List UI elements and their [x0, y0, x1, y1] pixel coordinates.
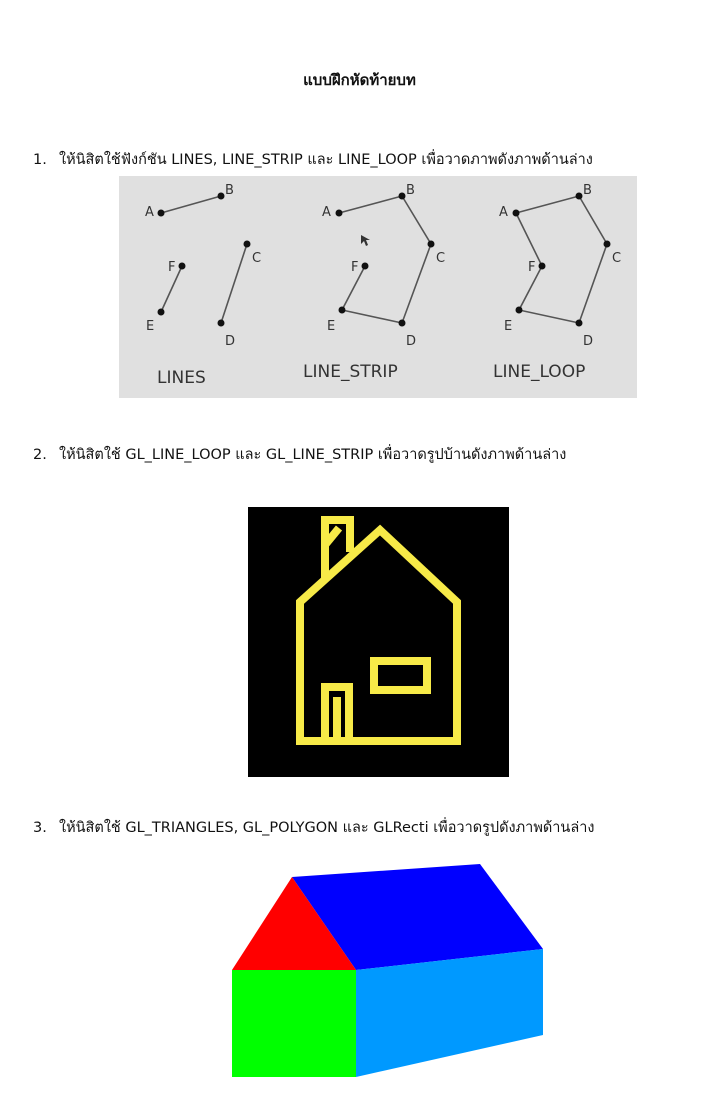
vertex-c: [427, 240, 435, 248]
page-title: แบบฝึกหัดท้ายบท: [303, 71, 416, 89]
vertex-c: [603, 240, 611, 248]
roof-triangle-red: [232, 877, 356, 970]
side-polygon-lightblue: [356, 949, 543, 1077]
vertex-label-a: A: [145, 205, 154, 220]
roof-polygon-blue: [292, 864, 543, 970]
question-3: 3. ให้นิสิตใช้ GL_TRIANGLES, GL_POLYGON แ…: [33, 816, 594, 839]
strip-polyline: [338, 195, 432, 324]
cursor-arrow-icon: [361, 235, 370, 246]
house-filled-image: [232, 864, 543, 1077]
figure-background: [248, 507, 509, 777]
question-1: 1. ให้นิสิตใช้ฟังก์ชัน LINES, LINE_STRIP …: [33, 148, 593, 171]
vertex-label-b: B: [225, 183, 234, 198]
question-number: 3.: [33, 820, 47, 836]
question-number: 1.: [33, 152, 47, 168]
door-outline: [321, 683, 353, 741]
vertex-f: [178, 262, 186, 270]
vertex-c: [243, 240, 251, 248]
vertex-label-e: E: [327, 319, 335, 334]
front-rect-green: [232, 970, 356, 1077]
vertex-d: [398, 319, 406, 327]
chimney-divider: [321, 525, 343, 548]
vertex-f: [538, 262, 546, 270]
question-text: ให้นิสิตใช้ฟังก์ชัน LINES, LINE_STRIP แล…: [59, 152, 593, 168]
vertex-label-f: F: [168, 260, 175, 275]
vertex-label-f: F: [351, 260, 358, 275]
segment-ab: [160, 195, 222, 214]
vertex-e: [515, 306, 523, 314]
vertex-label-a: A: [499, 205, 508, 220]
vertex-a: [157, 209, 165, 217]
question-text: ให้นิสิตใช้ GL_TRIANGLES, GL_POLYGON และ…: [59, 820, 595, 836]
segment-fe: [160, 265, 183, 313]
vertex-label-c: C: [252, 251, 261, 266]
vertex-label-d: D: [406, 334, 416, 349]
segment-cd: [220, 243, 248, 324]
vertex-b: [398, 192, 406, 200]
figure-background: [119, 176, 637, 398]
vertex-b: [575, 192, 583, 200]
figure-house-filled: [226, 860, 546, 1080]
vertex-b: [217, 192, 225, 200]
house-outline-image: [248, 507, 509, 777]
vertex-label-c: C: [612, 251, 621, 266]
chimney-outline: [321, 516, 354, 579]
figure-house-outline: [248, 507, 509, 777]
caption-lines: LINES: [157, 368, 206, 388]
vertex-label-d: D: [583, 334, 593, 349]
vertex-label-d: D: [225, 334, 235, 349]
vertex-label-f: F: [528, 260, 535, 275]
vertex-e: [338, 306, 346, 314]
line-primitives-image: A B C D E F A B C D E F A B C D E F LINE…: [119, 176, 637, 398]
question-2: 2. ให้นิสิตใช้ GL_LINE_LOOP และ GL_LINE_S…: [33, 443, 566, 466]
vertex-d: [217, 319, 225, 327]
window-outline: [370, 657, 431, 694]
vertex-label-b: B: [406, 183, 415, 198]
house-body-outline: [296, 524, 461, 745]
vertex-f: [361, 262, 369, 270]
caption-line-strip: LINE_STRIP: [303, 362, 398, 382]
vertex-label-e: E: [146, 319, 154, 334]
vertex-a: [512, 209, 520, 217]
caption-line-loop: LINE_LOOP: [493, 362, 585, 382]
question-number: 2.: [33, 447, 47, 463]
vertex-d: [575, 319, 583, 327]
figure-line-primitives: A B C D E F A B C D E F A B C D E F LINE…: [119, 176, 637, 398]
vertex-a: [335, 209, 343, 217]
vertex-label-e: E: [504, 319, 512, 334]
vertex-label-b: B: [583, 183, 592, 198]
vertex-label-c: C: [436, 251, 445, 266]
vertex-e: [157, 308, 165, 316]
vertex-label-a: A: [322, 205, 331, 220]
question-text: ให้นิสิตใช้ GL_LINE_LOOP และ GL_LINE_STR…: [59, 447, 567, 463]
